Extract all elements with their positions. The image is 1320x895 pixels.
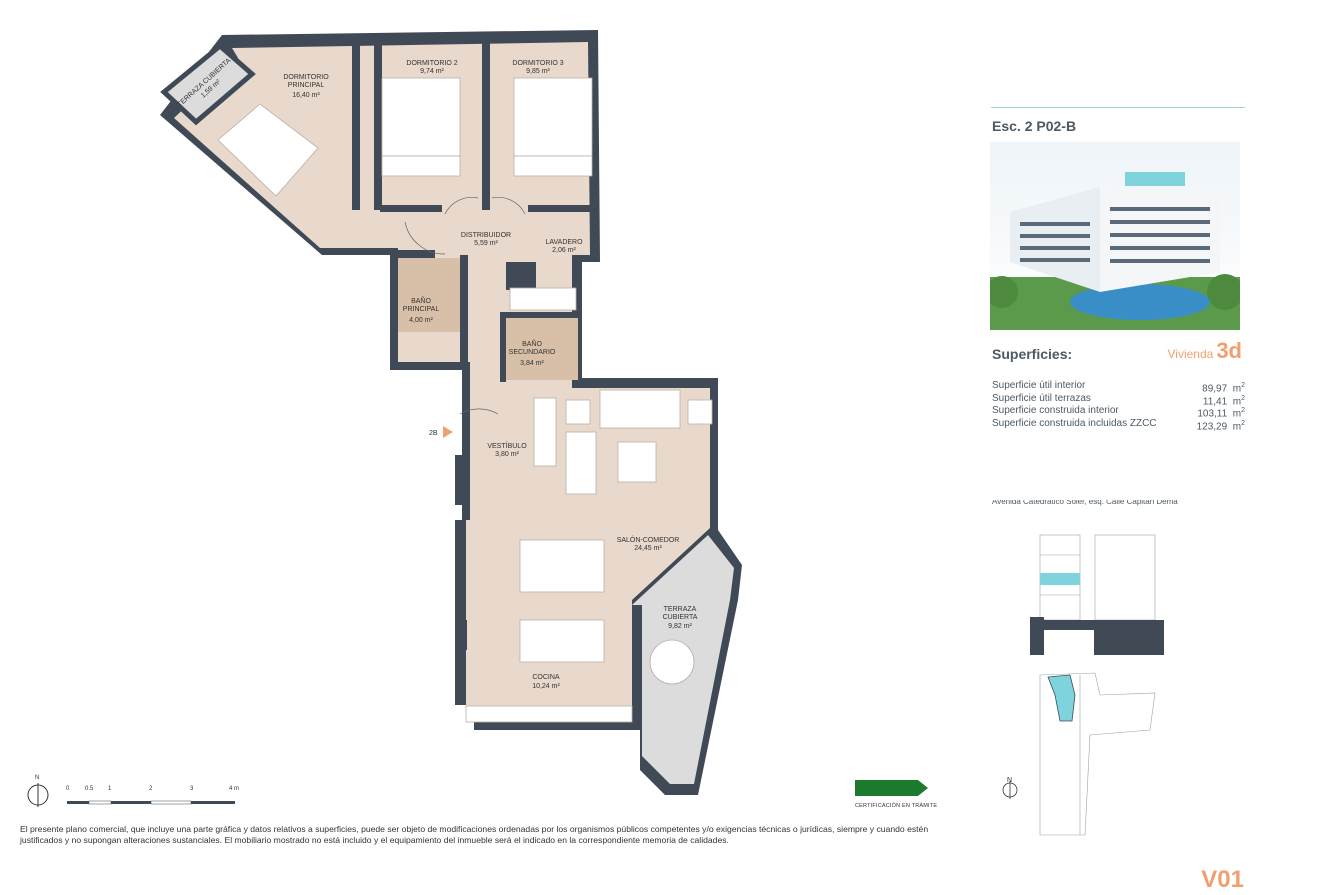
- svg-text:3: 3: [190, 786, 194, 792]
- surface-row: Superficie útil interior 89,97 m2: [992, 380, 1245, 395]
- north-label: N: [35, 775, 39, 781]
- building-render-image: [990, 142, 1240, 330]
- label-bano-principal-2: PRINCIPAL: [403, 306, 440, 313]
- certification-badge: [855, 780, 928, 796]
- svg-text:0.5: 0.5: [85, 786, 94, 792]
- label-vestibulo: VESTÍBULO: [487, 441, 527, 450]
- area-vestibulo: 3,80 m²: [495, 451, 519, 458]
- area-bano-principal: 4,00 m²: [409, 317, 433, 324]
- vivienda-label: Vivienda: [1167, 347, 1214, 361]
- label-bano-secundario-2: SECUNDARIO: [509, 349, 556, 356]
- label-bano-principal: BAÑO: [411, 296, 431, 305]
- certification-label: CERTIFICACIÓN EN TRÁMITE: [855, 803, 938, 809]
- surface-row: Superficie construida interior 103,11 m2: [992, 405, 1245, 420]
- label-lavadero: LAVADERO: [545, 239, 583, 246]
- plan-furniture: [217, 77, 713, 723]
- area-dormitorio-principal: 16,40 m²: [292, 92, 320, 99]
- surface-row: Superficie construida incluidas ZZCC 123…: [992, 417, 1245, 432]
- surface-row: Superficie útil terrazas 11,41 m2: [992, 392, 1245, 407]
- disclaimer-text: El presente plano comercial, que incluye…: [20, 824, 929, 845]
- label-salon-comedor: SALÓN-COMEDOR: [617, 535, 680, 544]
- label-dormitorio-principal-2: PRINCIPAL: [288, 82, 325, 89]
- street-address: Avenida Catedrático Soler, esq. Calle Ca…: [992, 500, 1178, 506]
- label-distribuidor: DISTRIBUIDOR: [461, 232, 511, 239]
- area-dormitorio-3: 9,85 m²: [526, 68, 550, 75]
- label-dormitorio-2: DORMITORIO 2: [406, 60, 457, 67]
- svg-text:4 m: 4 m: [229, 786, 239, 792]
- svg-text:1: 1: [108, 786, 112, 792]
- sidebar-divider: [991, 107, 1245, 108]
- entrance-marker: 2B: [429, 426, 453, 438]
- superficies-title: Superficies:: [992, 346, 1073, 362]
- entrance-tag: 2B: [429, 430, 438, 437]
- surfaces-table: Superficie útil interior 89,97 m2 Superf…: [992, 380, 1245, 432]
- vivienda-code: 3d: [1216, 338, 1242, 363]
- svg-text:2: 2: [149, 786, 153, 792]
- svg-text:0: 0: [66, 786, 70, 792]
- label-cocina: COCINA: [532, 674, 560, 681]
- key-plan: N: [1002, 534, 1164, 836]
- area-terraza-cubierta: 9,82 m²: [668, 623, 692, 630]
- floor-plan: TERRAZA CUBIERTA 1,59 m² DORMITORIO PRIN…: [27, 30, 928, 807]
- label-bano-secundario: BAÑO: [522, 339, 542, 348]
- version-label: V01: [1201, 866, 1244, 893]
- scale-bar: N 0 0.5 1 2 3 4 m: [27, 775, 239, 807]
- area-cocina: 10,24 m²: [532, 683, 560, 690]
- area-bano-secundario: 3,84 m²: [520, 360, 544, 367]
- area-distribuidor: 5,59 m²: [474, 240, 498, 247]
- label-dormitorio-principal: DORMITORIO: [283, 74, 329, 81]
- label-terraza-cubierta-2: CUBIERTA: [663, 614, 698, 621]
- area-dormitorio-2: 9,74 m²: [420, 68, 444, 75]
- label-terraza-cubierta: TERRAZA: [664, 606, 697, 613]
- area-salon-comedor: 24,45 m²: [634, 545, 662, 552]
- key-north-label: N: [1007, 777, 1012, 784]
- unit-code: Esc. 2 P02-B: [992, 118, 1077, 134]
- plan-doors: [404, 197, 526, 415]
- label-dormitorio-3: DORMITORIO 3: [512, 60, 563, 67]
- area-lavadero: 2,06 m²: [552, 247, 576, 254]
